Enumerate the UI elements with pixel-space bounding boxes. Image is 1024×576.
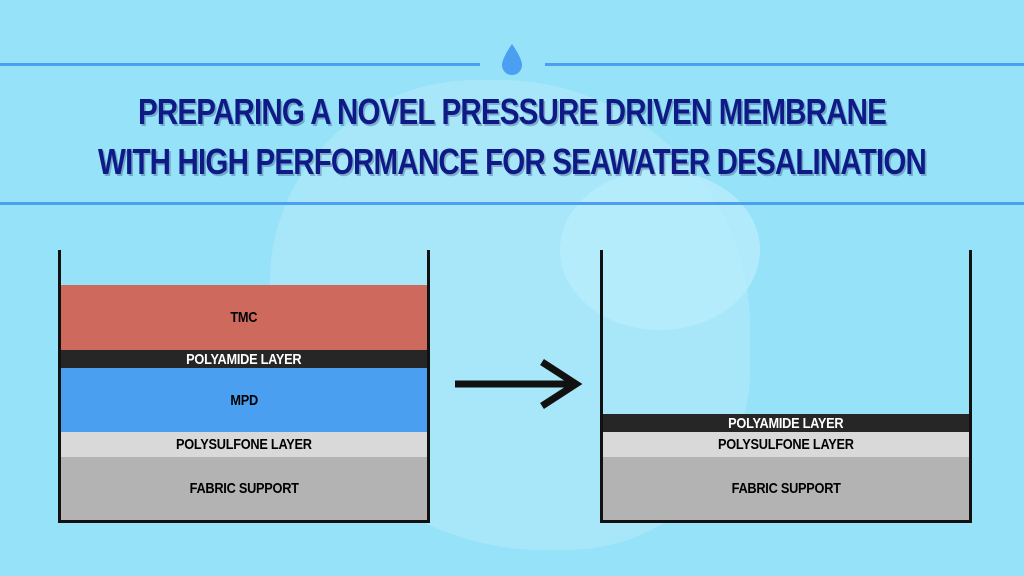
tmc-layer: TMC	[61, 285, 427, 350]
polysulfone-label: POLYSULFONE LAYER	[718, 436, 854, 453]
polyamide-label: POLYAMIDE LAYER	[186, 350, 302, 368]
title-line-1: PREPARING A NOVEL PRESSURE DRIVEN MEMBRA…	[138, 91, 887, 132]
polysulfone-layer: POLYSULFONE LAYER	[61, 432, 427, 457]
fabric-support-label: FABRIC SUPPORT	[189, 480, 299, 497]
fabric-support-layer: FABRIC SUPPORT	[603, 457, 969, 520]
mpd-layer: MPD	[61, 368, 427, 432]
polyamide-layer: POLYAMIDE LAYER	[61, 350, 427, 368]
polysulfone-layer: POLYSULFONE LAYER	[603, 432, 969, 457]
polyamide-label: POLYAMIDE LAYER	[728, 414, 844, 432]
background-blob	[560, 170, 760, 330]
title-line-2: WITH HIGH PERFORMANCE FOR SEAWATER DESAL…	[98, 141, 927, 182]
bottom-divider	[0, 202, 1024, 205]
fabric-support-label: FABRIC SUPPORT	[731, 480, 841, 497]
after-container: POLYAMIDE LAYER POLYSULFONE LAYER FABRIC…	[600, 250, 972, 523]
fabric-support-layer: FABRIC SUPPORT	[61, 457, 427, 520]
mpd-label: MPD	[230, 391, 258, 409]
top-divider-left	[0, 63, 480, 66]
polysulfone-label: POLYSULFONE LAYER	[176, 436, 312, 453]
tmc-label: TMC	[230, 309, 258, 326]
right-arrow-icon	[455, 359, 583, 409]
before-container: TMC POLYAMIDE LAYER MPD POLYSULFONE LAYE…	[58, 250, 430, 523]
polyamide-layer: POLYAMIDE LAYER	[603, 414, 969, 432]
water-drop-icon	[502, 44, 522, 75]
top-divider-right	[545, 63, 1024, 66]
